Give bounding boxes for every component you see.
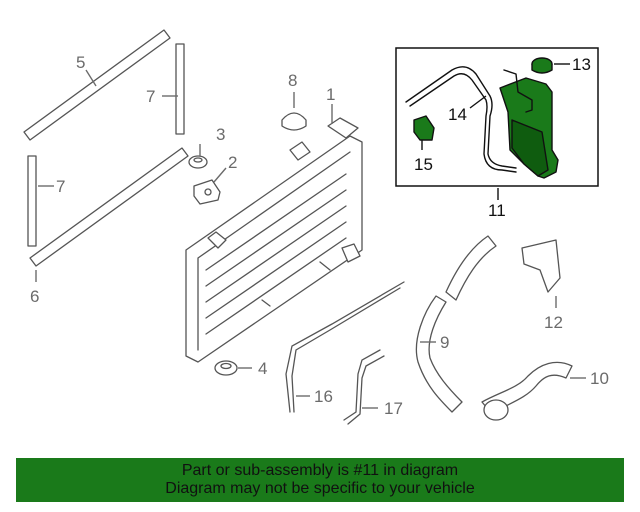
reservoir-cap — [531, 57, 553, 74]
upper-radiator-hose — [415, 235, 497, 413]
callout-3: 3 — [216, 125, 225, 144]
callout-2: 2 — [228, 153, 237, 172]
hose-bracket — [521, 239, 561, 293]
callout-6: 6 — [30, 287, 39, 306]
callout-7-right: 7 — [146, 87, 155, 106]
banner-line-1: Part or sub-assembly is #11 in diagram — [181, 462, 459, 479]
seal-strip-top — [23, 29, 171, 141]
callout-13: 13 — [572, 55, 591, 74]
callout-16: 16 — [314, 387, 333, 406]
callout-10: 10 — [590, 369, 609, 388]
callout-15: 15 — [414, 155, 433, 174]
callout-11: 11 — [488, 201, 506, 220]
callout-7-left: 7 — [56, 177, 65, 196]
callout-1: 1 — [326, 85, 335, 104]
oil-cooler-pipe-b — [343, 349, 385, 425]
mount-bracket — [193, 179, 221, 205]
callout-9: 9 — [440, 333, 449, 352]
banner-line-2: Diagram may not be specific to your vehi… — [165, 480, 475, 497]
callout-4: 4 — [258, 359, 267, 378]
callout-5: 5 — [76, 53, 85, 72]
callout-8: 8 — [288, 71, 297, 90]
leader-14 — [469, 95, 487, 109]
reservoir-tank — [499, 69, 559, 179]
info-banner: Part or sub-assembly is #11 in diagram D… — [16, 458, 624, 502]
mount-bushing-lower — [214, 360, 238, 376]
seal-strip-bottom — [29, 147, 189, 267]
banner-background — [16, 458, 624, 502]
leader-2 — [213, 167, 227, 183]
callout-14: 14 — [448, 105, 467, 124]
seal-strip-left — [27, 155, 37, 247]
mount-bushing-upper — [188, 155, 208, 169]
radiator-cap — [281, 112, 307, 131]
oil-cooler-pipe-a — [285, 281, 405, 413]
lower-radiator-hose — [481, 361, 573, 421]
leader-5 — [85, 69, 97, 87]
radiator — [185, 117, 363, 363]
seal-strip-right — [175, 43, 185, 135]
reservoir-bracket — [413, 115, 435, 141]
reservoir-detail-box — [395, 47, 599, 187]
callout-12: 12 — [544, 313, 563, 332]
reservoir-hose — [405, 66, 517, 173]
callout-17: 17 — [384, 399, 403, 418]
